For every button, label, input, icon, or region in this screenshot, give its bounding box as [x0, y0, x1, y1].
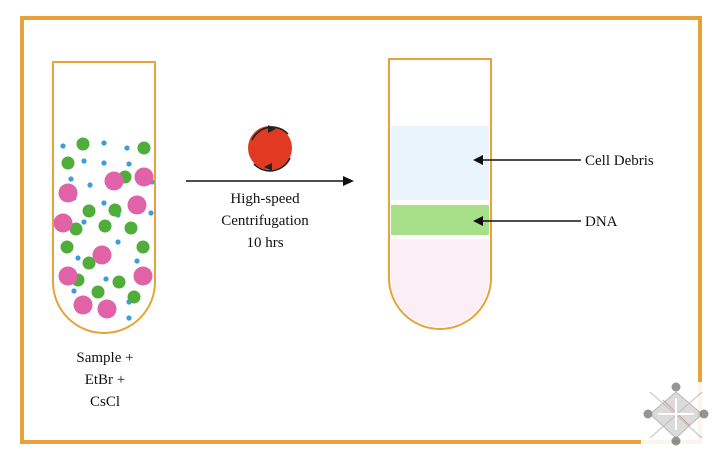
- small-particle: [103, 276, 109, 282]
- small-particle: [124, 145, 130, 151]
- medium-particle: [98, 219, 112, 233]
- dna-layer: [391, 205, 489, 235]
- small-particle: [126, 161, 132, 167]
- small-particle: [60, 143, 66, 149]
- small-particle: [101, 140, 107, 146]
- large-particle: [92, 245, 112, 265]
- cell-debris-label: Cell Debris: [585, 153, 654, 169]
- sample-particles: [53, 137, 155, 321]
- medium-particle: [127, 290, 141, 304]
- sample-label: Sample + EtBr + CsCl: [40, 347, 170, 413]
- medium-particle: [60, 240, 74, 254]
- medium-particle: [76, 137, 90, 151]
- medium-particle: [137, 141, 151, 155]
- centrifugation-line-1: High-speed: [230, 191, 300, 207]
- small-particle: [87, 182, 93, 188]
- medium-particle: [91, 285, 105, 299]
- watermark-logo-icon: [641, 382, 711, 448]
- small-particle: [75, 255, 81, 261]
- medium-particle: [124, 221, 138, 235]
- medium-particle: [61, 156, 75, 170]
- sample-line-3: CsCl: [89, 394, 120, 410]
- small-particle: [134, 258, 140, 264]
- large-particle: [133, 266, 153, 286]
- medium-particle: [69, 222, 83, 236]
- large-particle: [53, 213, 73, 233]
- medium-particle: [82, 204, 96, 218]
- medium-particle: [82, 256, 96, 270]
- large-particle: [97, 299, 117, 319]
- large-particle: [134, 167, 154, 187]
- cell-debris-arrow: [473, 155, 581, 165]
- small-particle: [81, 219, 87, 225]
- small-particle: [115, 239, 121, 245]
- large-particle: [127, 195, 147, 215]
- centrifugation-label: High-speed Centrifugation 10 hrs: [190, 188, 340, 254]
- small-particle: [71, 288, 77, 294]
- centrifugation-arrow: [186, 176, 354, 186]
- large-particle: [58, 183, 78, 203]
- small-particle: [68, 176, 74, 182]
- centrifugation-line-3: 10 hrs: [246, 235, 284, 251]
- small-particle: [148, 210, 154, 216]
- centrifugation-line-2: Centrifugation: [221, 213, 309, 229]
- small-particle: [101, 200, 107, 206]
- medium-particle: [108, 203, 122, 217]
- large-particle: [104, 171, 124, 191]
- large-particle: [58, 266, 78, 286]
- centrifuge-rotor-icon: [248, 125, 292, 172]
- small-particle: [101, 160, 107, 166]
- sample-line-1: Sample +: [76, 350, 134, 366]
- cell-debris-layer: [391, 126, 489, 200]
- large-particle: [73, 295, 93, 315]
- diagram-frame: [20, 16, 702, 444]
- sample-line-2: EtBr +: [84, 372, 126, 388]
- dna-label: DNA: [585, 214, 618, 230]
- dna-arrow: [473, 216, 581, 226]
- medium-particle: [112, 275, 126, 289]
- medium-particle: [136, 240, 150, 254]
- small-particle: [126, 315, 132, 321]
- bottom-layer: [391, 239, 489, 327]
- sample-tube: [52, 61, 156, 334]
- small-particle: [81, 158, 87, 164]
